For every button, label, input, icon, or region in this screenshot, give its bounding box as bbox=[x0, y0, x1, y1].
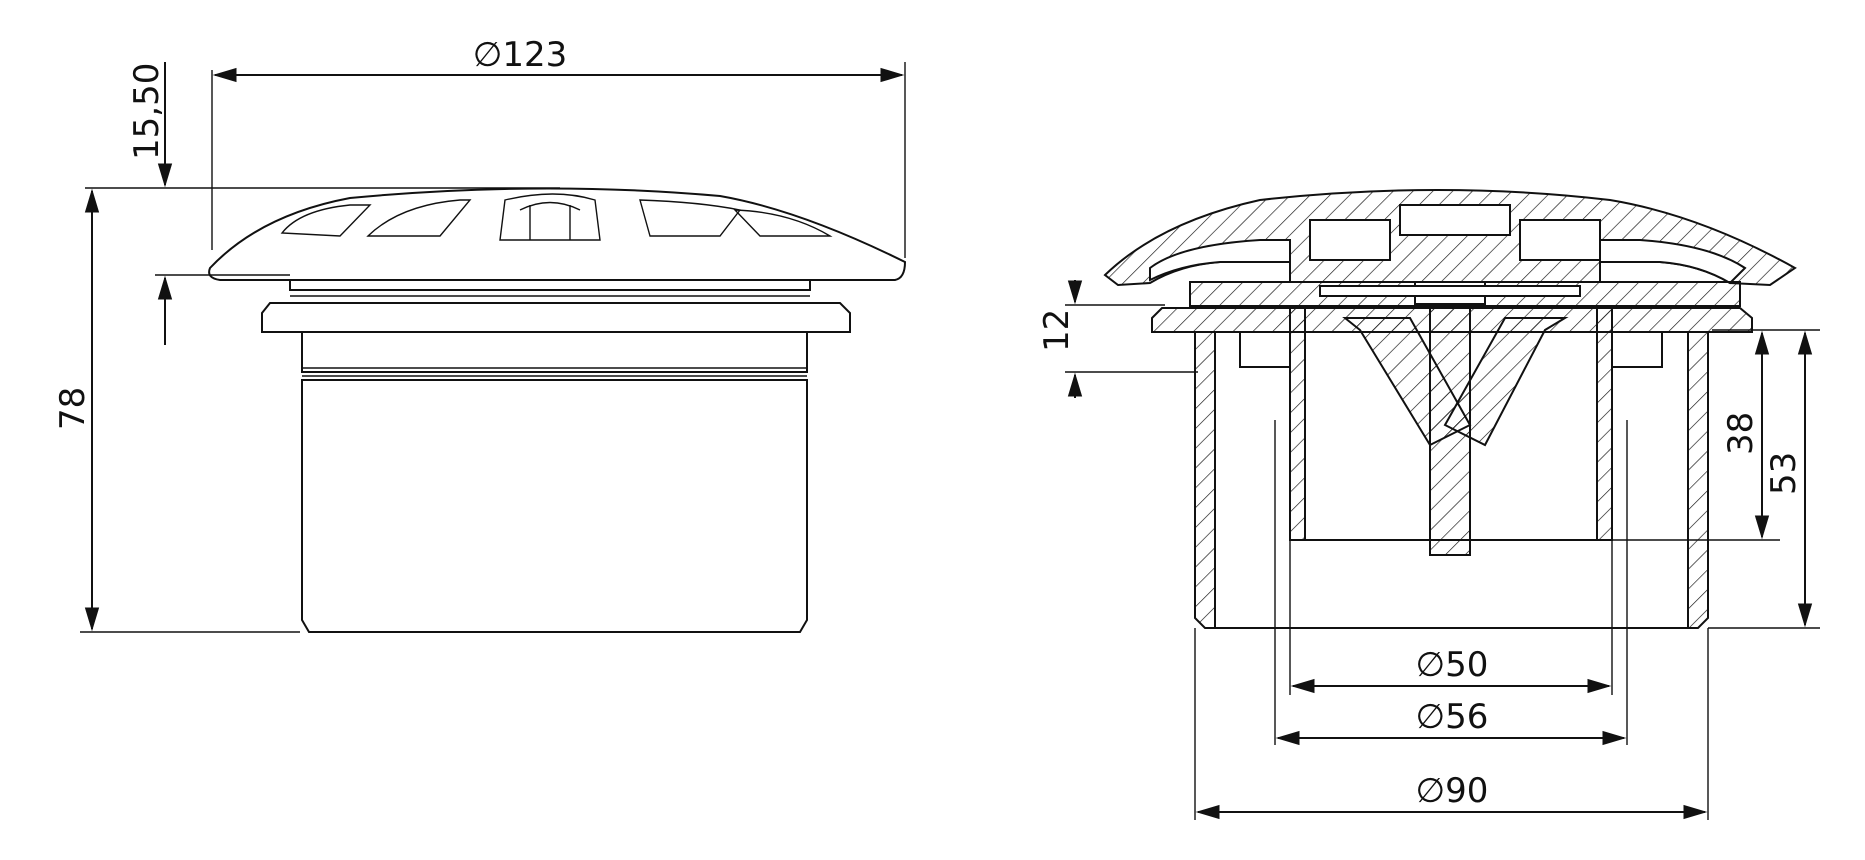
dim-inlet-offset: 12 bbox=[1037, 309, 1077, 352]
dim-inner-diameter-56: 56 bbox=[1445, 697, 1488, 737]
diameter-symbol: ∅ bbox=[1416, 645, 1446, 685]
inner-wall-left bbox=[1289, 305, 1306, 541]
section-view: 12 38 53 ∅50 ∅56 bbox=[1037, 189, 1820, 820]
svg-text:∅50: ∅50 bbox=[1416, 645, 1489, 685]
dim-inner-depth: 38 bbox=[1721, 412, 1761, 455]
svg-text:∅56: ∅56 bbox=[1416, 697, 1489, 737]
svg-text:78: 78 bbox=[53, 387, 93, 430]
outer-wall-right bbox=[1687, 331, 1709, 629]
inner-wall-right bbox=[1596, 305, 1613, 541]
outer-wall-left bbox=[1194, 331, 1216, 629]
dim-outer-diameter-90: 90 bbox=[1445, 771, 1488, 811]
svg-text:∅123: ∅123 bbox=[473, 35, 568, 75]
svg-text:53: 53 bbox=[1764, 452, 1804, 495]
collar bbox=[301, 331, 808, 373]
dim-outer-depth: 53 bbox=[1764, 452, 1804, 495]
grate-pockets bbox=[1149, 204, 1747, 285]
diameter-symbol: ∅ bbox=[1416, 771, 1446, 811]
center-screw bbox=[1429, 284, 1471, 556]
dim-inner-diameter-50: 50 bbox=[1445, 645, 1488, 685]
side-view: ∅123 15,50 78 bbox=[53, 35, 907, 633]
dim-total-height: 78 bbox=[53, 387, 93, 430]
dim-top-diameter: 123 bbox=[502, 35, 567, 75]
grate-slots bbox=[280, 193, 833, 241]
drain-body bbox=[301, 379, 808, 633]
svg-text:15,50: 15,50 bbox=[127, 63, 167, 160]
diameter-symbol: ∅ bbox=[473, 35, 503, 75]
svg-text:12: 12 bbox=[1037, 309, 1077, 352]
diameter-symbol: ∅ bbox=[1416, 697, 1446, 737]
grate-dome bbox=[208, 187, 907, 281]
svg-text:∅90: ∅90 bbox=[1416, 771, 1489, 811]
grate-rim bbox=[289, 279, 811, 291]
svg-text:38: 38 bbox=[1721, 412, 1761, 455]
dim-grate-height: 15,50 bbox=[127, 63, 167, 160]
flange bbox=[261, 302, 851, 333]
